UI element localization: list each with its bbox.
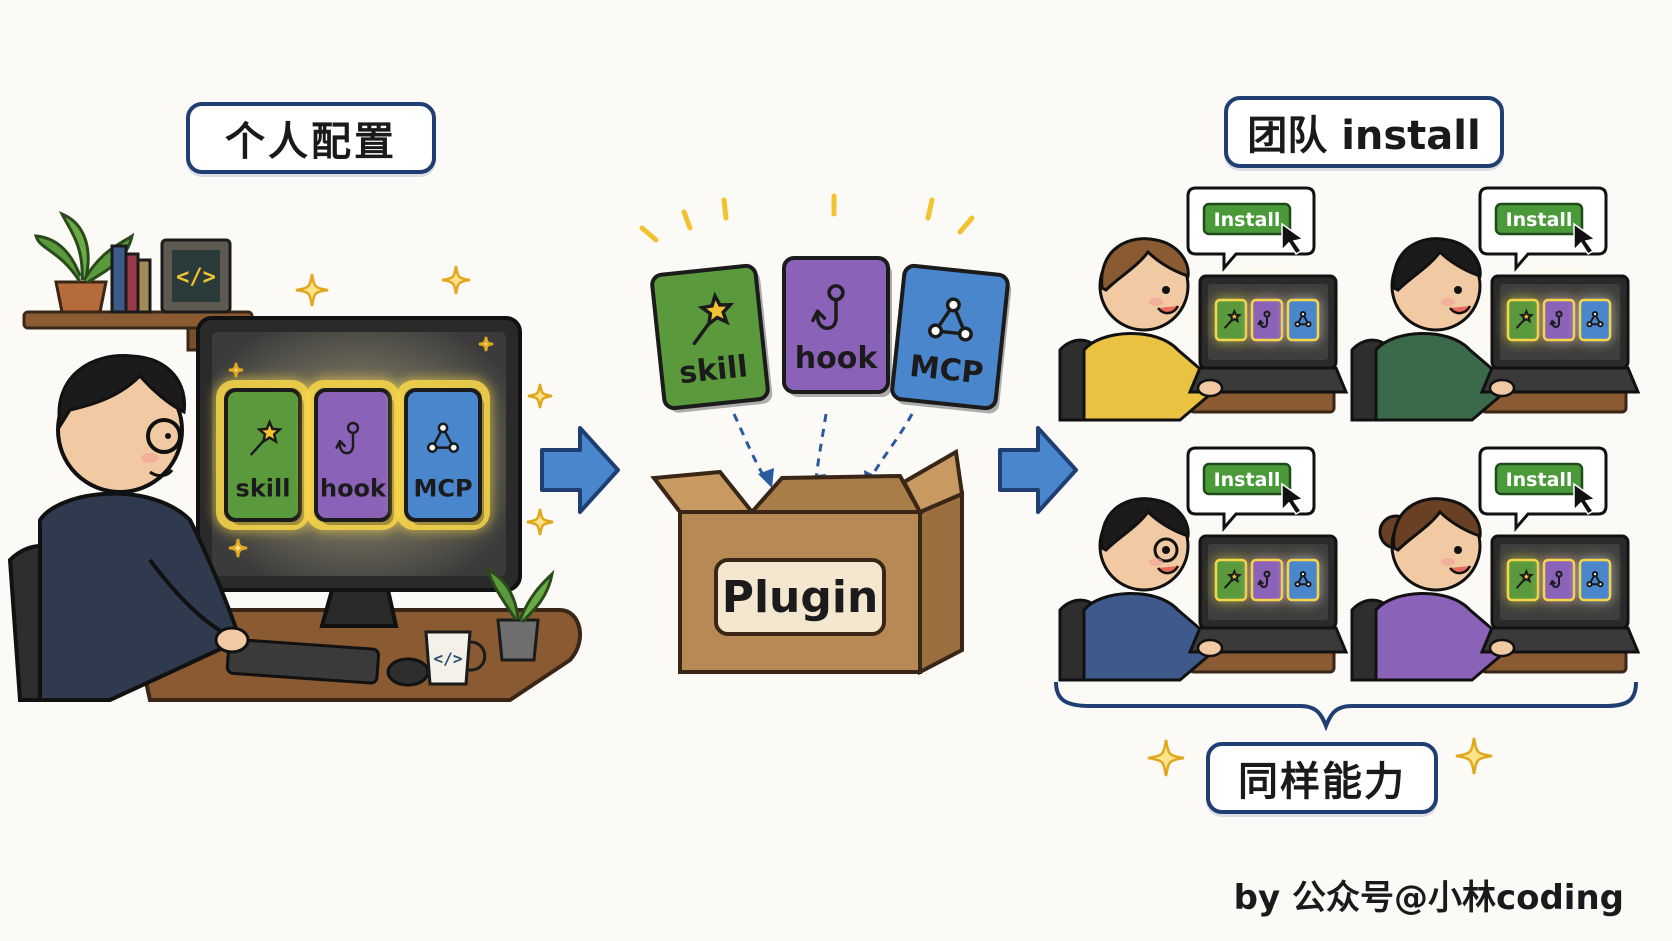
- skill-card: skill: [216, 380, 310, 530]
- hook-mini-card: [1542, 558, 1576, 602]
- install-button[interactable]: [1494, 462, 1584, 496]
- sparkle-icon: [1147, 739, 1185, 777]
- mcp-mini-card: [1578, 298, 1612, 342]
- team-member-1: Install: [1058, 186, 1349, 422]
- books-icon: [110, 244, 152, 314]
- monitor-card-group: skill hook MCP: [216, 380, 490, 530]
- skill-card-label: skill: [678, 349, 750, 391]
- network-icon: [1586, 571, 1604, 588]
- network-icon: [928, 297, 973, 342]
- sparkle-group: [1147, 737, 1493, 777]
- hook-mini-card: [1250, 298, 1284, 342]
- magic-wand-icon: [692, 291, 735, 346]
- sparkle-icon: [295, 273, 329, 307]
- wall-shelf: </>: [22, 211, 254, 352]
- mcp-card: MCP: [396, 380, 490, 530]
- author-credit: by 公众号@小林coding: [1233, 878, 1624, 918]
- install-button-label: Install: [1506, 209, 1573, 231]
- magic-wand-icon: [1516, 308, 1535, 329]
- hook-card-label: hook: [795, 341, 879, 376]
- skill-card: skill: [650, 263, 773, 413]
- code-frame-icon: </>: [160, 238, 232, 314]
- skill-card-label: skill: [236, 475, 291, 503]
- hook-icon: [811, 284, 845, 330]
- mcp-card: MCP: [890, 263, 1012, 414]
- skill-mini-card: [1506, 558, 1540, 602]
- coffee-mug-icon: </>: [424, 630, 487, 686]
- hook-icon: [1549, 310, 1563, 329]
- plugin-packaging: skill hook MCP: [639, 193, 1012, 676]
- sparkle-icon: [526, 508, 554, 536]
- mcp-mini-card: [1286, 558, 1320, 602]
- burst-rays: [639, 193, 975, 243]
- svg-text:</>: </>: [434, 649, 463, 668]
- install-button[interactable]: [1202, 202, 1292, 236]
- install-button[interactable]: [1494, 202, 1584, 236]
- cursor-icon: [1281, 222, 1305, 256]
- dashed-arrows: [732, 413, 914, 481]
- magic-wand-icon: [1224, 308, 1243, 329]
- sparkle-icon: [1455, 737, 1493, 775]
- glasses-icon: [1153, 537, 1179, 563]
- mcp-card-label: MCP: [908, 349, 985, 392]
- skill-mini-card: [1506, 298, 1540, 342]
- hook-mini-card: [1542, 298, 1576, 342]
- magic-wand-icon: [1224, 568, 1243, 589]
- plugin-label: Plugin: [722, 572, 879, 623]
- plugin-box: [650, 448, 965, 676]
- hook-icon: [1257, 570, 1271, 589]
- sparkle-icon: [527, 383, 553, 409]
- network-icon: [1294, 311, 1312, 328]
- mouse: [386, 657, 430, 687]
- sparkle-icon: [228, 362, 244, 378]
- install-button[interactable]: [1202, 462, 1292, 496]
- magic-wand-icon: [250, 418, 283, 456]
- sparkle-icon: [478, 336, 494, 352]
- developer-person: [38, 354, 250, 702]
- network-icon: [1294, 571, 1312, 588]
- magic-wand-icon: [1516, 568, 1535, 589]
- hook-mini-card: [1250, 558, 1284, 602]
- team-member-3: Install: [1058, 446, 1349, 682]
- personal-workstation: </> skill hook MCP </>: [7, 211, 582, 702]
- same-capability-label: 同样能力: [1206, 742, 1438, 814]
- network-icon: [426, 422, 460, 453]
- team-member-2: Install: [1350, 186, 1641, 422]
- team-member-4: Install: [1350, 446, 1641, 682]
- svg-text:</>: </>: [176, 265, 216, 290]
- network-icon: [1586, 311, 1604, 328]
- cursor-icon: [1573, 482, 1597, 516]
- curly-brace: [1054, 681, 1638, 732]
- hook-card: hook: [306, 380, 400, 530]
- desk-plant-icon: [485, 567, 555, 662]
- team-install-label: 团队 install: [1224, 96, 1504, 168]
- personal-config-label: 个人配置: [186, 102, 436, 174]
- install-button-label: Install: [1214, 469, 1281, 491]
- hook-icon: [335, 421, 360, 455]
- mcp-mini-card: [1578, 558, 1612, 602]
- plant-icon: [33, 211, 135, 314]
- mcp-card-label: MCP: [413, 475, 472, 503]
- skill-mini-card: [1214, 298, 1248, 342]
- mcp-mini-card: [1286, 298, 1320, 342]
- install-button-label: Install: [1506, 469, 1573, 491]
- sparkle-icon: [228, 538, 248, 558]
- sparkle-group: [228, 265, 554, 558]
- hook-icon: [1549, 570, 1563, 589]
- hook-card: hook: [782, 256, 892, 397]
- sparkle-icon: [441, 265, 471, 295]
- cursor-icon: [1573, 222, 1597, 256]
- arrow-right-icon: [540, 426, 620, 514]
- skill-mini-card: [1214, 558, 1248, 602]
- install-button-label: Install: [1214, 209, 1281, 231]
- plugin-card-group: skill hook MCP: [650, 256, 1012, 414]
- arrow-right-icon: [998, 426, 1078, 514]
- cursor-icon: [1281, 482, 1305, 516]
- hook-card-label: hook: [320, 475, 387, 503]
- hook-icon: [1257, 310, 1271, 329]
- keyboard: [225, 637, 381, 685]
